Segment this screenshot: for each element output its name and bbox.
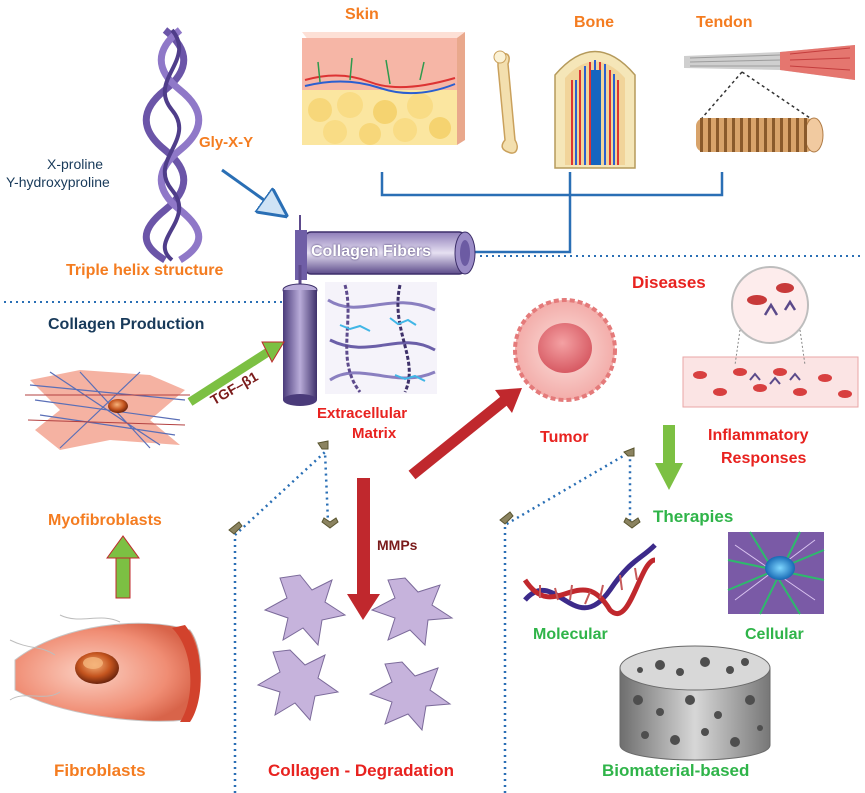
x-proline-label: X-proline	[47, 156, 104, 172]
tendon-stripes	[700, 118, 807, 152]
collagen-fragment-icon	[263, 574, 347, 647]
tendon-fiber-icon	[684, 45, 855, 153]
bracket-markers	[228, 440, 641, 535]
fibroblast-to-myofibroblast-arrow	[106, 535, 140, 599]
tendon-stripe	[796, 118, 799, 152]
dna-helix-icon	[522, 543, 657, 616]
tendon-stripe	[804, 118, 807, 152]
tendon-stripe	[780, 118, 783, 152]
inflammatory-label: Inflammatory	[708, 427, 809, 444]
tumor-label: Tumor	[540, 429, 589, 446]
gly-x-y-label: Gly-X-Y	[199, 134, 254, 151]
y-hydroxyproline-label: Y-hydroxyproline	[6, 174, 110, 190]
mmps-label: MMPs	[377, 537, 418, 553]
collagen-fibers-label: Collagen Fibers	[311, 243, 432, 260]
therapies-label: Therapies	[653, 507, 734, 526]
collagen-fragment-icon	[370, 577, 454, 647]
diseases-label: Diseases	[632, 273, 706, 292]
blood-vessel-icon	[682, 266, 859, 408]
tendon-stripe	[708, 118, 711, 152]
collagen-production-label: Collagen Production	[48, 316, 205, 333]
dotted-connectors	[233, 449, 632, 793]
tendon-stripe	[764, 118, 767, 152]
tissue-connector	[380, 172, 724, 254]
ecm-network-icon	[325, 282, 437, 394]
tendon-stripe	[748, 118, 751, 152]
collagen-degradation-label: Collagen - Degradation	[268, 761, 455, 780]
fibroblast-cell-icon	[9, 614, 202, 722]
triple-helix-label: Triple helix structure	[66, 262, 224, 279]
tendon-stripe	[740, 118, 743, 152]
tendon-stripe	[724, 118, 727, 152]
extracellular-label: Extracellular	[317, 405, 408, 422]
femur-bone-icon	[493, 50, 518, 154]
diseases-to-therapies-arrow	[655, 425, 683, 490]
myofibroblasts-label: Myofibroblasts	[48, 512, 162, 529]
tendon-stripe	[772, 118, 775, 152]
collagen-fragment-icon	[368, 661, 452, 732]
helix-to-fibers-arrow	[221, 168, 278, 210]
tendon-stripe	[732, 118, 735, 152]
tendon-stripe	[756, 118, 759, 152]
tgf-arrow	[187, 341, 285, 406]
tendon-stripe	[788, 118, 791, 152]
tendon-stripe	[700, 118, 703, 152]
ecm-to-tumor-arrow	[408, 388, 522, 480]
molecular-label: Molecular	[533, 626, 608, 643]
skin-layers-icon	[302, 32, 465, 145]
tumor-cell-icon	[513, 298, 617, 402]
collagen-fragments	[256, 574, 454, 732]
mmps-arrow	[347, 478, 380, 620]
collagen-fragment-icon	[256, 649, 340, 722]
biomaterial-label: Biomaterial-based	[602, 761, 750, 780]
triple-helix-icon	[142, 27, 203, 264]
matrix-label: Matrix	[352, 425, 397, 442]
tendon-label: Tendon	[696, 14, 753, 31]
myofibroblast-cell-icon	[25, 370, 190, 450]
bone-label: Bone	[574, 14, 614, 31]
cellular-label: Cellular	[745, 626, 804, 643]
tendon-stripe	[716, 118, 719, 152]
stem-cell-icon	[727, 531, 825, 615]
bone-section-icon	[554, 50, 636, 169]
fibril-bundle-icon	[282, 265, 318, 406]
collagen-fiber-cylinder-icon	[295, 215, 476, 280]
skin-label: Skin	[345, 6, 379, 23]
responses-label: Responses	[721, 450, 807, 467]
fibroblasts-label: Fibroblasts	[54, 761, 146, 780]
porous-scaffold-icon	[619, 645, 771, 761]
